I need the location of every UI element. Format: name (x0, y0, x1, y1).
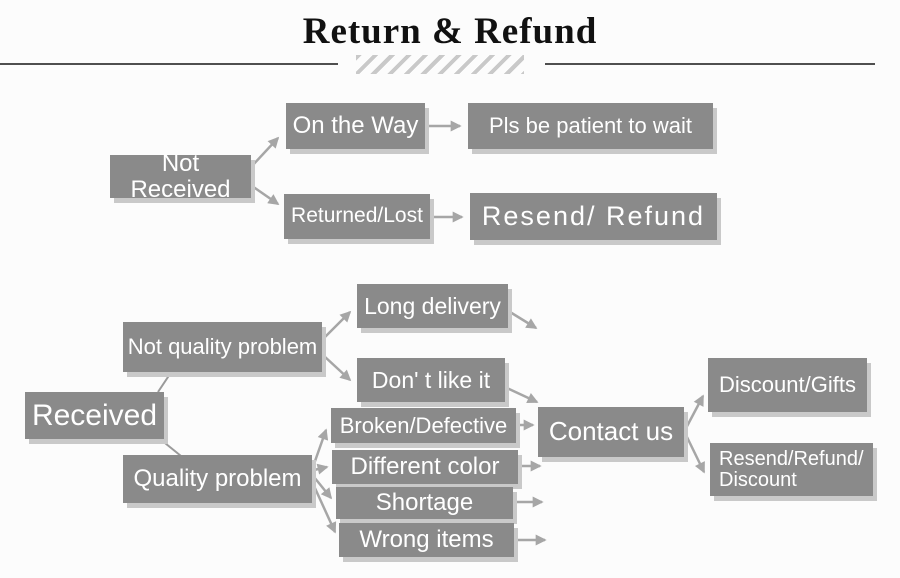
node-on-the-way: On the Way (286, 103, 425, 149)
node-quality-problem: Quality problem (123, 455, 312, 503)
arrow-line (323, 310, 352, 339)
connector-line (159, 438, 182, 457)
node-not-received: Not Received (110, 151, 251, 202)
page-title: Return & Refund (302, 11, 598, 52)
node-received: Received (25, 392, 164, 439)
node-not-quality-problem: Not quality problem (123, 322, 322, 372)
arrow-line (313, 463, 329, 475)
divider-slashes-icon (356, 55, 524, 74)
node-dont-like-it: Don' t like it (357, 358, 505, 402)
divider-line-right (545, 63, 875, 65)
arrow-line (683, 394, 705, 431)
connector-line (157, 370, 173, 393)
arrow-line (313, 476, 333, 500)
arrow-line (312, 428, 329, 465)
arrow-line (506, 386, 539, 404)
arrow-line (251, 136, 280, 167)
node-returned-lost: Returned/Lost (284, 194, 430, 239)
arrow-line (312, 485, 337, 534)
node-resend-refund: Resend/ Refund (470, 193, 717, 240)
divider-line-left (0, 63, 338, 65)
node-different-color: Different color (332, 450, 518, 484)
arrow-line (323, 355, 352, 382)
node-long-delivery: Long delivery (357, 284, 508, 328)
node-discount-gifts: Discount/Gifts (708, 358, 867, 412)
node-contact-us: Contact us (538, 407, 684, 457)
node-shortage: Shortage (336, 487, 513, 519)
arrow-line (683, 432, 706, 474)
node-broken-defective: Broken/Defective (331, 408, 516, 443)
node-pls-be-patient: Pls be patient to wait (468, 103, 713, 149)
arrow-line (251, 184, 280, 206)
node-wrong-items: Wrong items (339, 523, 514, 557)
arrow-line (509, 310, 538, 330)
node-resend-refund-discount: Resend/Refund/ Discount (710, 443, 873, 496)
